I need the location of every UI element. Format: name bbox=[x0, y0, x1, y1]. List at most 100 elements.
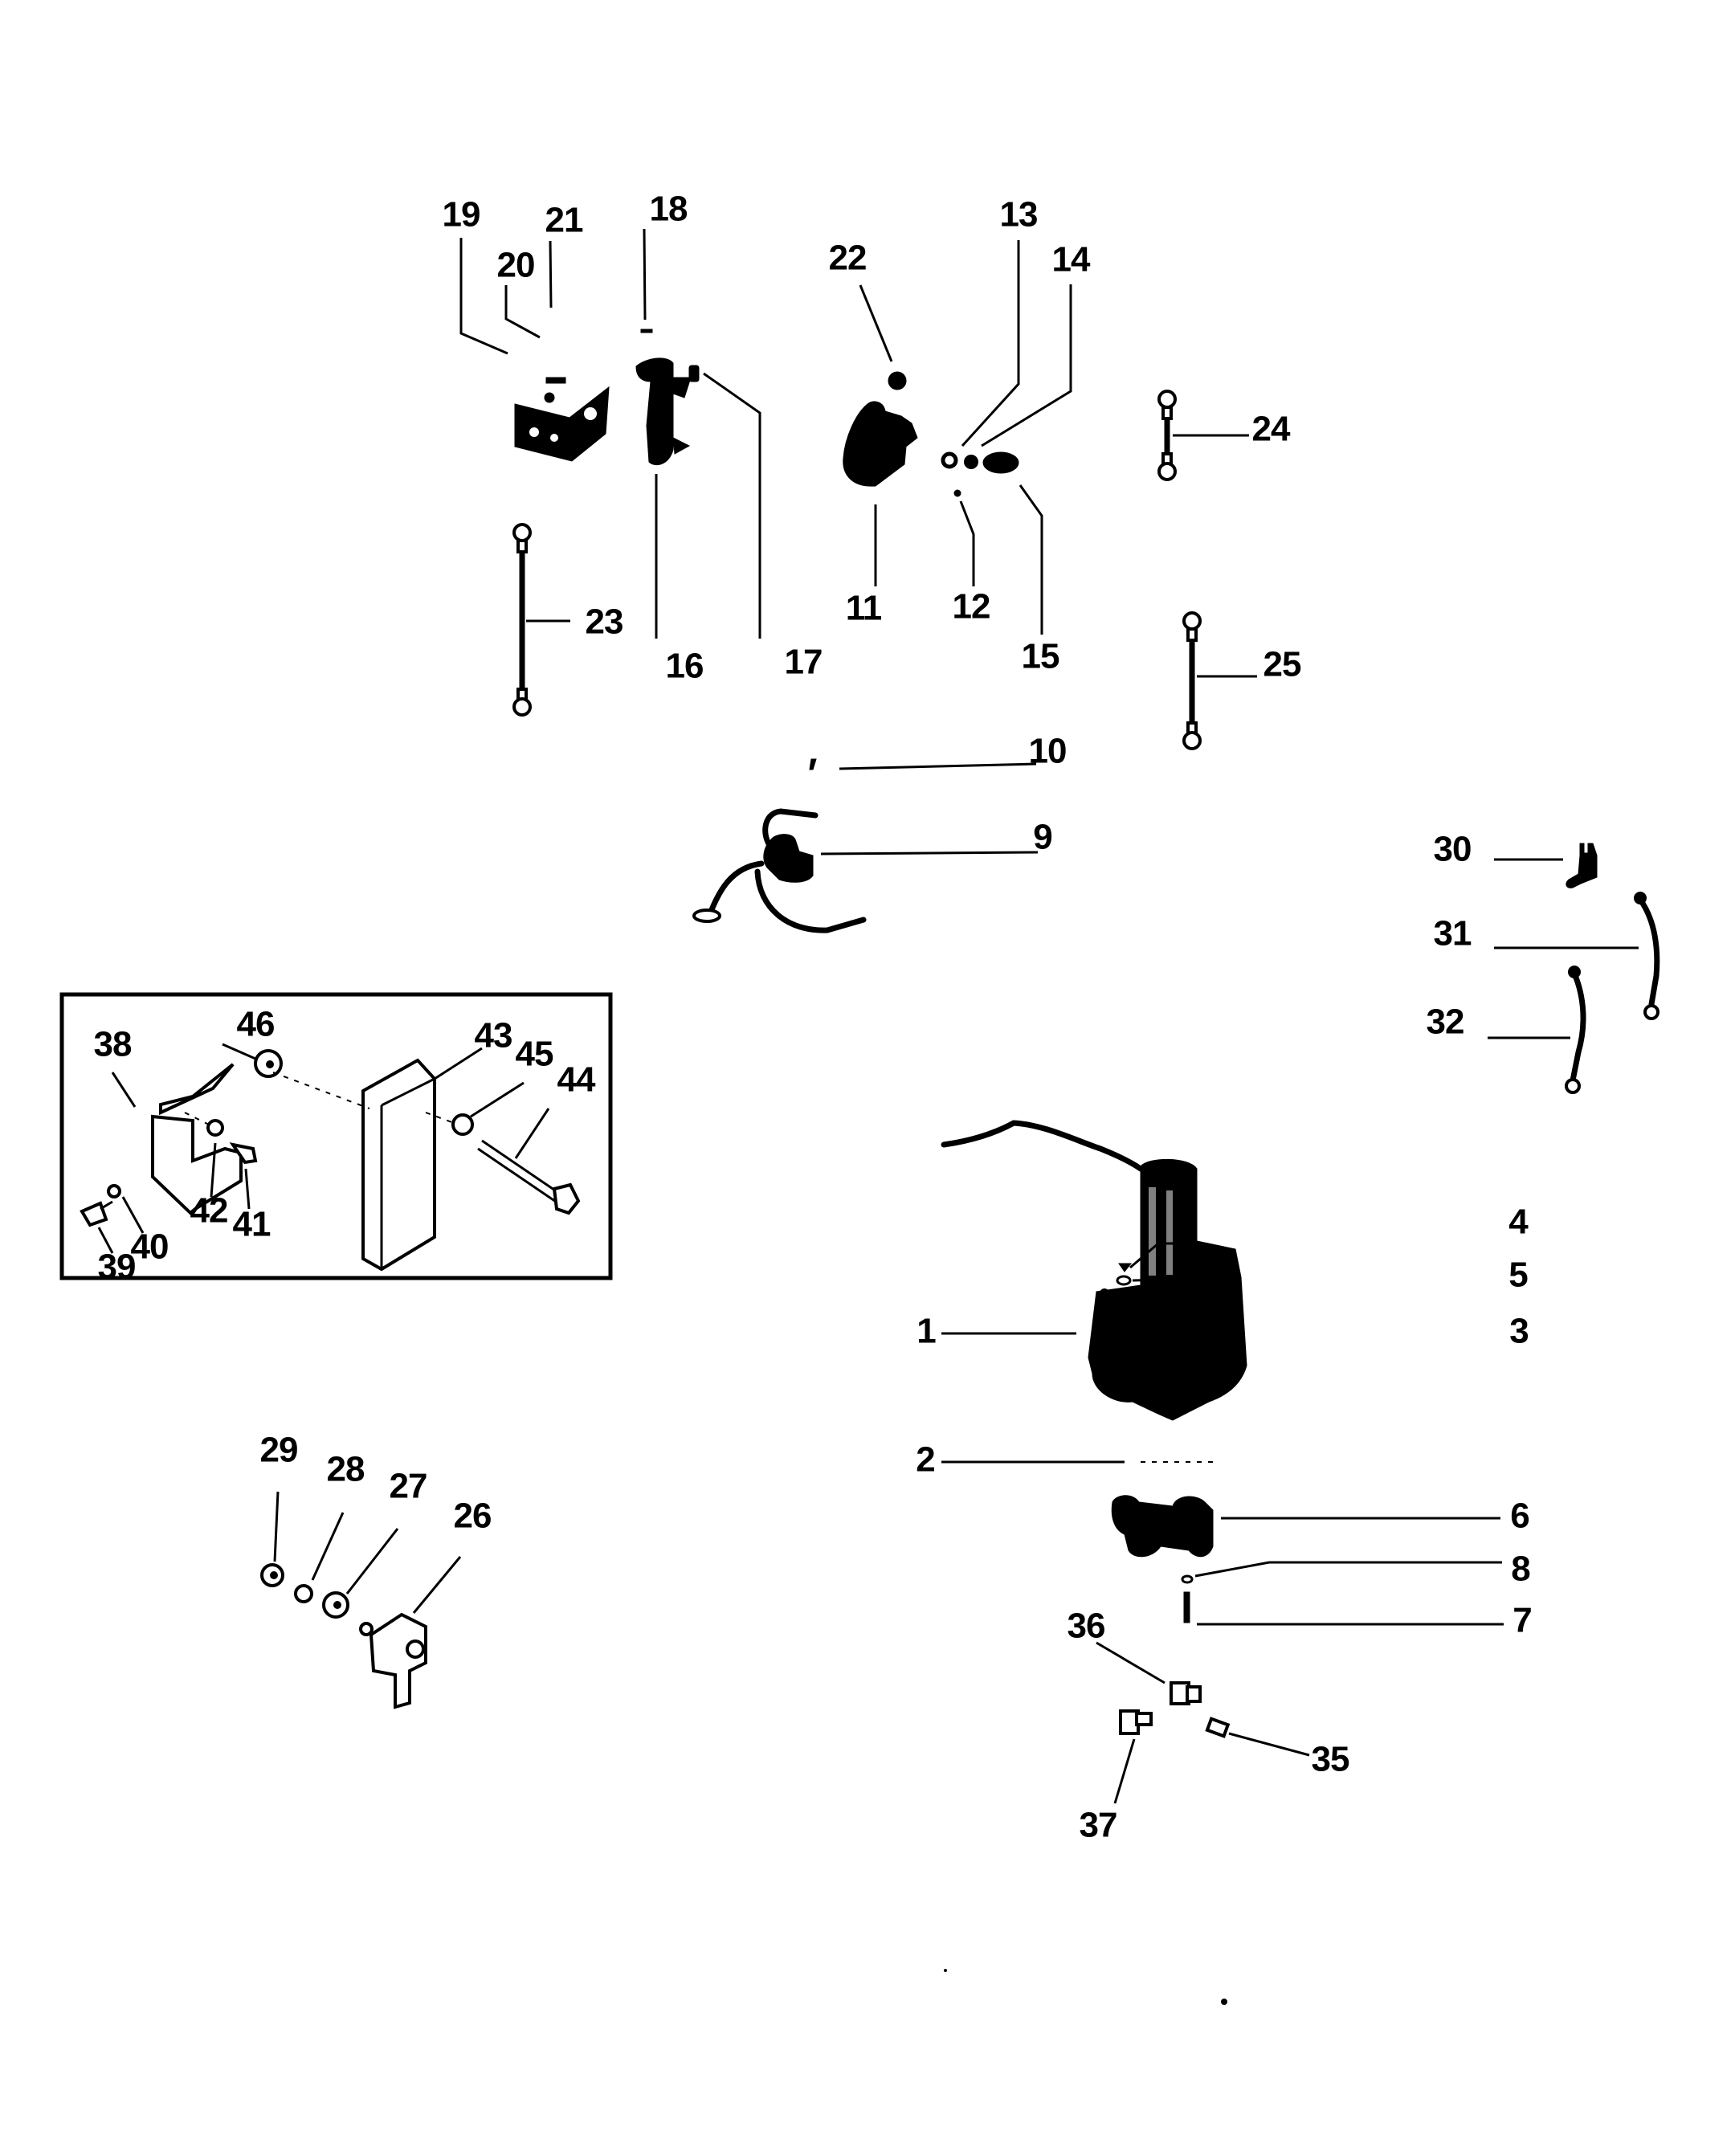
spring-17 bbox=[688, 365, 700, 382]
leader-12 bbox=[959, 500, 975, 586]
circuit-breaker bbox=[843, 401, 918, 487]
screw-12 bbox=[953, 489, 961, 497]
screw-41 bbox=[229, 1142, 258, 1165]
lead-terminal bbox=[692, 909, 721, 923]
leader-13 bbox=[961, 240, 1020, 447]
callout-9: 9 bbox=[1033, 818, 1051, 857]
terminal-crimp bbox=[1161, 406, 1173, 420]
mounting-bracket-group bbox=[459, 238, 610, 462]
block-43-edge bbox=[381, 1077, 435, 1107]
callout-29: 29 bbox=[260, 1431, 298, 1470]
lead-31-terminal bbox=[1643, 1004, 1659, 1020]
leader-21 bbox=[549, 240, 553, 308]
callout-12: 12 bbox=[953, 587, 990, 627]
elbow-37-outlet bbox=[1135, 1712, 1153, 1726]
callout-4: 4 bbox=[1508, 1203, 1529, 1242]
leader-10 bbox=[839, 762, 1037, 770]
leader-26 bbox=[412, 1556, 462, 1614]
inset-assembly bbox=[59, 992, 613, 1280]
callout-6: 6 bbox=[1510, 1497, 1529, 1536]
callout-31: 31 bbox=[1434, 914, 1472, 953]
lead-32-terminal bbox=[1565, 1078, 1581, 1094]
bracket-hole bbox=[529, 427, 539, 437]
screw-7 bbox=[1183, 1591, 1190, 1623]
bolt-44-head bbox=[552, 1182, 581, 1215]
pivot-bracket-26 bbox=[369, 1612, 427, 1709]
callout-26: 26 bbox=[454, 1497, 492, 1536]
leader-38 bbox=[111, 1072, 137, 1108]
callout-45: 45 bbox=[516, 1035, 553, 1074]
check-ball bbox=[1100, 1288, 1109, 1298]
reservoir-plate-6 bbox=[1111, 1495, 1214, 1558]
solenoid-lead bbox=[708, 860, 765, 915]
callout-16: 16 bbox=[666, 647, 704, 686]
switch-lever bbox=[672, 377, 692, 398]
cable-23 bbox=[512, 523, 570, 717]
callout-7: 7 bbox=[1513, 1601, 1531, 1640]
callout-46: 46 bbox=[237, 1005, 275, 1044]
callout-11: 11 bbox=[846, 589, 882, 628]
pivot-bracket-group bbox=[260, 1491, 462, 1709]
leader-22 bbox=[859, 284, 893, 362]
pump-leader-35 bbox=[1228, 1732, 1310, 1757]
washer-20 bbox=[544, 392, 555, 403]
callout-24: 24 bbox=[1252, 410, 1291, 449]
callout-20: 20 bbox=[497, 246, 535, 285]
lockwasher-28 bbox=[294, 1584, 313, 1603]
ring-terminal bbox=[1157, 390, 1177, 409]
callout-44: 44 bbox=[557, 1060, 596, 1100]
terminal-crimp bbox=[1186, 627, 1198, 642]
leader-18 bbox=[643, 228, 647, 321]
trim-switch-group bbox=[635, 228, 761, 639]
washer-45 bbox=[451, 1113, 474, 1136]
elbow-36-outlet bbox=[1186, 1685, 1202, 1703]
washer-40 bbox=[107, 1184, 121, 1198]
leader-15 bbox=[1019, 484, 1043, 635]
ring-terminal bbox=[1182, 611, 1202, 631]
leader-29 bbox=[273, 1491, 280, 1562]
pump-leader-37 bbox=[1113, 1738, 1136, 1804]
lead-31 bbox=[1637, 896, 1660, 1007]
inset-frame bbox=[59, 992, 613, 1280]
callout-1: 1 bbox=[916, 1312, 936, 1351]
assembly-line bbox=[184, 1112, 210, 1125]
fill-plug bbox=[1118, 1263, 1133, 1272]
callout-17: 17 bbox=[785, 643, 823, 682]
callout-23: 23 bbox=[586, 602, 623, 642]
leader-20 bbox=[504, 285, 541, 339]
pump-leader-5 bbox=[1132, 1277, 1206, 1282]
callout-36: 36 bbox=[1068, 1607, 1105, 1646]
leader-45 bbox=[470, 1081, 525, 1118]
pump-leader-8 bbox=[1194, 1561, 1502, 1578]
callout-30: 30 bbox=[1434, 830, 1472, 869]
pump-motor-main bbox=[1088, 1158, 1247, 1421]
callout-labels: 19 21 20 18 22 13 14 24 23 16 17 11 12 1… bbox=[94, 190, 1533, 1845]
callout-37: 37 bbox=[1080, 1806, 1117, 1845]
callout-27: 27 bbox=[390, 1467, 427, 1506]
cable-24 bbox=[1157, 390, 1249, 481]
bracket-hole bbox=[550, 434, 558, 442]
callout-8: 8 bbox=[1511, 1550, 1530, 1589]
bolt-44-shank bbox=[477, 1147, 559, 1205]
o-ring-8 bbox=[1181, 1574, 1194, 1584]
callout-43: 43 bbox=[475, 1016, 512, 1056]
callout-21: 21 bbox=[545, 201, 583, 240]
callout-39: 39 bbox=[98, 1247, 136, 1287]
switch-tab bbox=[672, 437, 691, 455]
pump-harness-wire bbox=[941, 1120, 1144, 1172]
callout-19: 19 bbox=[443, 195, 480, 235]
assembly-line bbox=[425, 1112, 455, 1124]
leader-42 bbox=[210, 1142, 217, 1198]
mounting-bracket bbox=[514, 386, 610, 462]
pin-18 bbox=[640, 329, 653, 333]
solenoid bbox=[763, 834, 814, 883]
trim-switch bbox=[635, 357, 674, 466]
solenoid-group bbox=[692, 758, 1039, 933]
callout-42: 42 bbox=[190, 1191, 228, 1231]
nut-46-hole bbox=[266, 1060, 274, 1068]
callout-3: 3 bbox=[1509, 1312, 1528, 1351]
pump-detail bbox=[941, 1120, 1504, 1804]
callout-14: 14 bbox=[1052, 240, 1091, 280]
callout-15: 15 bbox=[1022, 637, 1059, 676]
